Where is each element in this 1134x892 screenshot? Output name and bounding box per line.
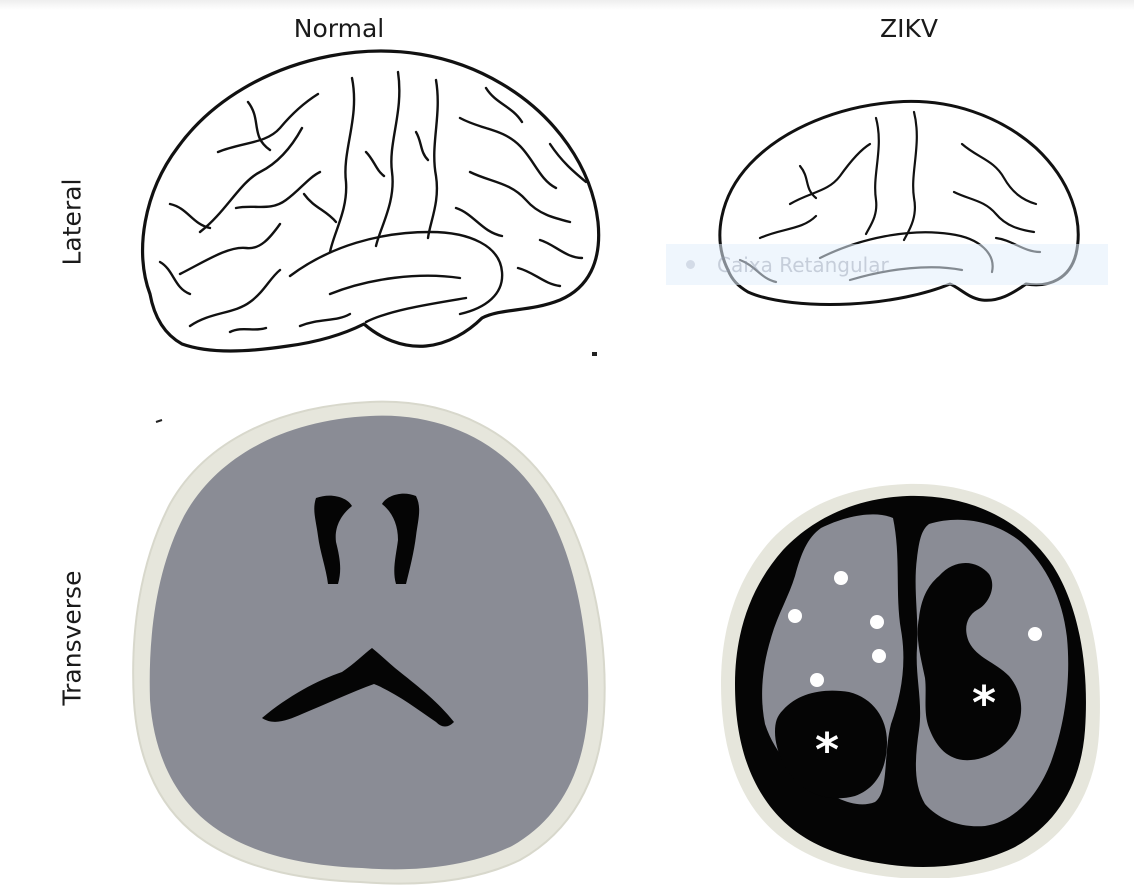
brain-tissue [150,416,589,870]
zikv-transverse-section [715,478,1105,878]
row-label-lateral: Lateral [58,179,87,266]
normal-lateral-brain [130,32,610,367]
overlay-label: Caixa Retangular [717,253,889,277]
brain-outline [143,51,599,351]
bullet-icon [686,260,695,269]
stray-mark [592,352,597,356]
postcentral-sulcus [428,80,438,238]
overlay-tooltip-bar: Caixa Retangular [666,244,1108,285]
lateral-sulcus [290,232,502,314]
zikv-lateral-brain [700,88,1100,328]
asterisk-right-ventricle: * [972,680,996,726]
central-sulcus [904,112,917,240]
asterisk-left-ventricle: * [815,727,839,773]
row-label-transverse: Transverse [58,571,87,706]
precentral-sulcus [330,78,354,252]
column-header-zikv: ZIKV [789,14,1029,43]
central-sulcus [376,72,399,246]
normal-transverse-section [120,392,620,887]
top-edge-shadow [0,0,1134,10]
